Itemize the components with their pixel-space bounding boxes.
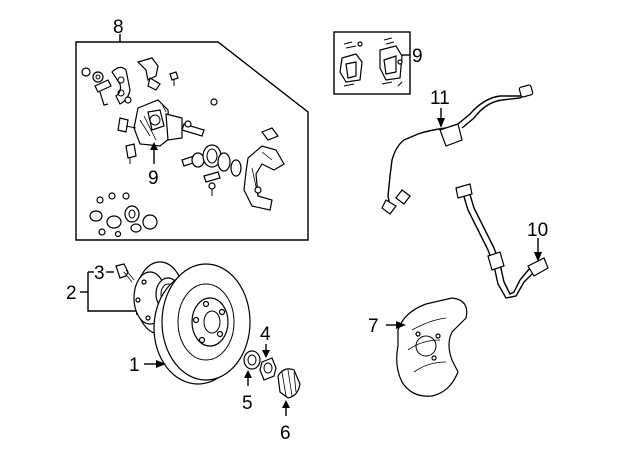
caliper-assembly-frame bbox=[75, 41, 309, 241]
callout-9-pads[interactable]: 9 bbox=[412, 46, 423, 67]
dust-cap-icon bbox=[277, 368, 301, 399]
brake-pads-group: 9 bbox=[333, 31, 423, 95]
caliper-bracket-icon bbox=[243, 127, 285, 211]
callout-1-arrow bbox=[156, 360, 166, 368]
callout-5[interactable]: 5 bbox=[242, 393, 253, 414]
callout-10[interactable]: 10 bbox=[527, 220, 548, 241]
hub-bolt-icon bbox=[115, 263, 129, 279]
callout-6[interactable]: 6 bbox=[280, 423, 291, 444]
abs-sensor-group: 11 bbox=[381, 84, 534, 215]
callout-10-arrow bbox=[534, 252, 542, 262]
callout-2[interactable]: 2 bbox=[66, 283, 77, 304]
splash-shield-group: 7 bbox=[368, 297, 468, 397]
callout-4[interactable]: 4 bbox=[260, 324, 271, 345]
abs-sensor-wire-icon bbox=[387, 91, 533, 207]
callout-11[interactable]: 11 bbox=[430, 88, 450, 109]
callout-5-arrow bbox=[244, 370, 252, 378]
caliper-assembly-group: 8 bbox=[75, 17, 309, 241]
callout-1[interactable]: 1 bbox=[129, 355, 140, 376]
callout-4-arrow bbox=[262, 350, 270, 358]
brake-hose-group: 10 bbox=[455, 183, 549, 299]
caliper-seals-icon bbox=[89, 192, 158, 238]
washer-icon bbox=[243, 350, 261, 370]
brake-pads-icon bbox=[339, 37, 403, 87]
brake-pads-frame bbox=[333, 31, 411, 95]
callout-3-group: 3 bbox=[94, 263, 135, 284]
hub-nut-icon bbox=[259, 357, 277, 381]
callout-9-caliper[interactable]: 9 bbox=[148, 168, 159, 189]
caliper-body-icon bbox=[117, 99, 205, 164]
callout-3[interactable]: 3 bbox=[94, 263, 105, 284]
caliper-hardware-icon bbox=[81, 57, 218, 106]
caliper-piston-icon bbox=[181, 144, 242, 196]
rotor-icon bbox=[153, 263, 251, 385]
callout-8[interactable]: 8 bbox=[113, 17, 124, 38]
brake-hose-icon bbox=[461, 189, 535, 299]
callout-9-caliper-arrow bbox=[150, 142, 158, 150]
callout-6-arrow bbox=[282, 400, 290, 408]
callout-7[interactable]: 7 bbox=[368, 316, 379, 337]
callout-7-arrow bbox=[396, 321, 406, 329]
splash-shield-icon bbox=[396, 297, 468, 397]
callout-11-arrow bbox=[437, 118, 445, 128]
